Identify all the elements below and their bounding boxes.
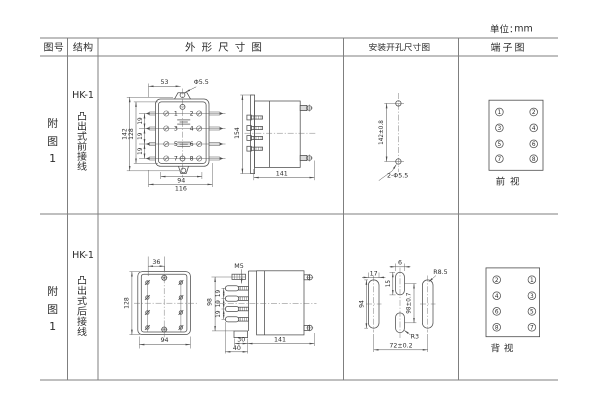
dim-label: 1 [530, 278, 534, 284]
dim-label: 1 [174, 111, 178, 118]
dim-label: 72±0.2 [389, 343, 412, 350]
dim-label: 8 [190, 156, 194, 163]
dim-label: 6 [532, 142, 536, 148]
dim-label: 6 [398, 260, 402, 267]
row1-model: HK-1 [72, 90, 94, 101]
dim-label: 4 [190, 126, 194, 133]
dim-label: 19 [138, 147, 144, 155]
dim-label: 3 [530, 294, 534, 300]
dim-label: 15 [386, 280, 392, 288]
dim-label: 40 [233, 345, 241, 352]
dim-label: 19 [138, 117, 144, 125]
dim-label: 142±0.8 [379, 120, 385, 145]
row2-model: HK-1 [72, 250, 94, 261]
dim-label: 1 [498, 110, 502, 116]
dim-label: 154 [234, 127, 241, 139]
row1-view-label [496, 176, 520, 186]
header-outline-dims [185, 41, 262, 52]
dim-label: 36 [152, 259, 160, 266]
dim-label: 142 [122, 128, 129, 140]
header-structure [73, 42, 93, 52]
row2-fig-no: 1 [48, 285, 58, 333]
dim-label: 30 [237, 337, 245, 344]
dim-label: R8.5 [433, 269, 447, 276]
dim-label: R3 [411, 334, 419, 341]
dim-label: 94 [160, 337, 168, 344]
header-terminal-diagram [490, 42, 524, 52]
dim-label: 8 [495, 325, 499, 331]
dim-label: 5 [530, 310, 534, 316]
dim-label: 2 [190, 111, 194, 118]
row2-structure [77, 275, 87, 337]
dim-label: 3 [174, 126, 178, 133]
dim-label: 2 [532, 110, 536, 116]
dim-label: 19 [216, 300, 222, 308]
dim-label: 53 [160, 79, 168, 86]
dim-label: 5 [174, 141, 178, 148]
dim-label: 141 [274, 337, 286, 344]
row1-terminal-diagram: 1 2 3 4 5 6 7 8 [488, 99, 544, 171]
dim-label: 4 [495, 294, 499, 300]
dim-label: 19 [216, 289, 222, 297]
dim-label: 19 [138, 132, 144, 140]
table-grid [40, 37, 558, 381]
dim-label: 7 [498, 157, 502, 163]
row1-structure [77, 111, 87, 171]
header-fig-no [44, 42, 64, 52]
dim-label: 19 [216, 310, 222, 318]
svg-text:m: m [514, 24, 523, 35]
dim-label: 98±0.7 [406, 292, 412, 313]
dim-label: 2 [495, 278, 499, 284]
dim-label: 116 [175, 185, 187, 192]
dim-label: 5 [498, 142, 502, 148]
row1-side-view-drawing: 154 141 [234, 94, 316, 181]
svg-text:m: m [524, 24, 533, 35]
dim-label: 2-Φ5.5 [387, 173, 408, 180]
row2-install-hole-drawing: 17 6 15 94 98±0.7 72±0.2 R8.5R3 [358, 260, 448, 352]
dim-label: M5 [234, 263, 243, 270]
dim-label: 7 [174, 156, 178, 163]
svg-text:1: 1 [49, 320, 56, 333]
row2-view-label [491, 343, 513, 353]
dim-label: 7 [530, 325, 534, 331]
header-install-dims [369, 42, 430, 52]
row1-fig-no: 1 [48, 117, 58, 165]
svg-text:1: 1 [49, 152, 56, 165]
dim-label: 141 [276, 170, 288, 177]
dim-label: 98 [207, 298, 214, 306]
dim-label: 6 [495, 310, 499, 316]
dim-label: 4 [532, 126, 536, 132]
dim-label: 128 [123, 297, 130, 309]
row2-terminal-diagram: 2 1 4 3 6 5 8 7 [485, 267, 540, 338]
row1-install-hole-drawing: 142±0.8 2-Φ5.5 [378, 93, 408, 181]
dim-label: 8 [532, 157, 536, 163]
dim-label: 17 [370, 271, 378, 278]
dim-label: 3 [498, 126, 502, 132]
dim-label: Φ5.5 [194, 79, 209, 86]
dim-label: 128 [128, 128, 135, 140]
dim-label: 94 [177, 177, 185, 184]
row2-rear-view-drawing: 36 128 94 [123, 256, 197, 349]
dim-label: 6 [190, 141, 194, 148]
dim-label: 94 [358, 300, 365, 308]
